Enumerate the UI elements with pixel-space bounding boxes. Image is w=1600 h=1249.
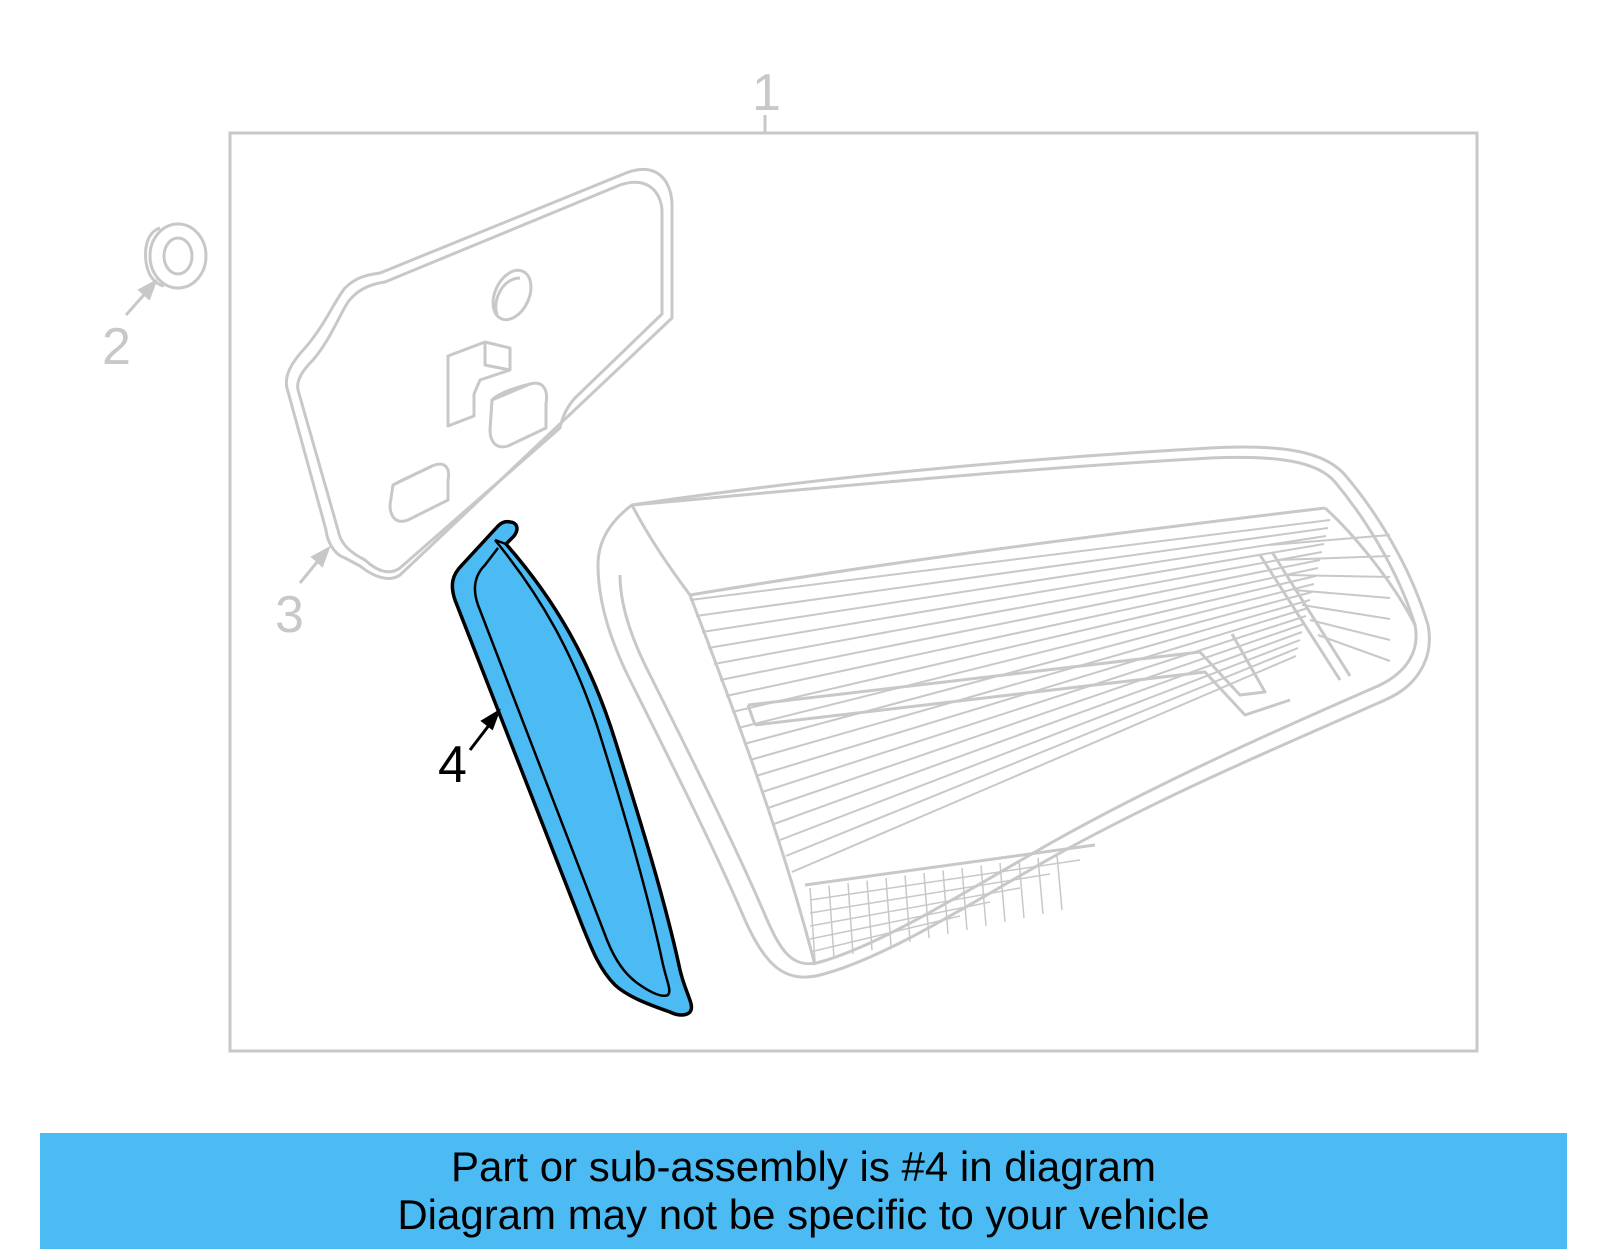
lens-line bbox=[695, 527, 1329, 617]
lens-line bbox=[1301, 604, 1391, 620]
callout-2-arrow bbox=[124, 278, 158, 316]
lens-line bbox=[1277, 555, 1391, 561]
lens-line bbox=[773, 631, 1303, 825]
grid-line bbox=[809, 901, 991, 940]
lens-line bbox=[737, 583, 1315, 729]
grid-line bbox=[1018, 860, 1025, 919]
lens-line bbox=[791, 655, 1297, 873]
lens-line bbox=[785, 647, 1299, 857]
grid-line bbox=[1056, 855, 1063, 911]
lens-line bbox=[749, 599, 1311, 761]
callout-3-arrow bbox=[298, 545, 331, 584]
banner-line-1: Part or sub-assembly is #4 in diagram bbox=[451, 1143, 1156, 1190]
lens-line bbox=[761, 615, 1307, 793]
lens-line bbox=[767, 623, 1305, 809]
lens-line bbox=[731, 575, 1317, 713]
part-3-cover-plate bbox=[284, 167, 674, 580]
assembly-frame bbox=[228, 131, 1479, 1053]
lens-line bbox=[719, 559, 1321, 681]
lens-line bbox=[689, 519, 1331, 601]
part-4-seal bbox=[450, 519, 694, 1017]
grid-line bbox=[999, 862, 1006, 923]
callout-4: 4 bbox=[438, 736, 467, 794]
lens-line bbox=[701, 535, 1327, 633]
lamp-reflector-grid bbox=[809, 855, 1081, 963]
grid-line bbox=[809, 915, 961, 953]
part-2-grommet bbox=[144, 222, 208, 290]
grid-line bbox=[942, 870, 949, 935]
lens-line bbox=[743, 591, 1313, 745]
lens-line bbox=[707, 543, 1325, 649]
banner-line-2: Diagram may not be specific to your vehi… bbox=[397, 1191, 1210, 1238]
part-1-lamp-housing bbox=[596, 445, 1431, 979]
info-banner: Part or sub-assembly is #4 in diagram Di… bbox=[40, 1133, 1567, 1249]
callout-2: 2 bbox=[102, 318, 131, 376]
lamp-lens-lines bbox=[689, 519, 1391, 873]
lens-line bbox=[1293, 589, 1391, 599]
lens-line bbox=[725, 567, 1319, 697]
lens-line bbox=[1269, 534, 1391, 546]
lens-line bbox=[713, 551, 1323, 665]
grid-line bbox=[809, 887, 1021, 927]
lens-line bbox=[779, 639, 1301, 841]
lens-line bbox=[755, 607, 1309, 777]
grid-line bbox=[961, 867, 968, 931]
callout-1: 1 bbox=[752, 64, 781, 122]
grid-line bbox=[809, 859, 1081, 901]
callout-4-arrow bbox=[468, 708, 501, 751]
grid-line bbox=[1037, 857, 1044, 915]
callout-3: 3 bbox=[275, 586, 304, 644]
lens-line bbox=[1285, 574, 1391, 578]
lens-line bbox=[1309, 619, 1391, 641]
lens-line bbox=[1317, 634, 1391, 662]
grid-line bbox=[980, 865, 987, 927]
grid-line bbox=[809, 873, 1051, 914]
